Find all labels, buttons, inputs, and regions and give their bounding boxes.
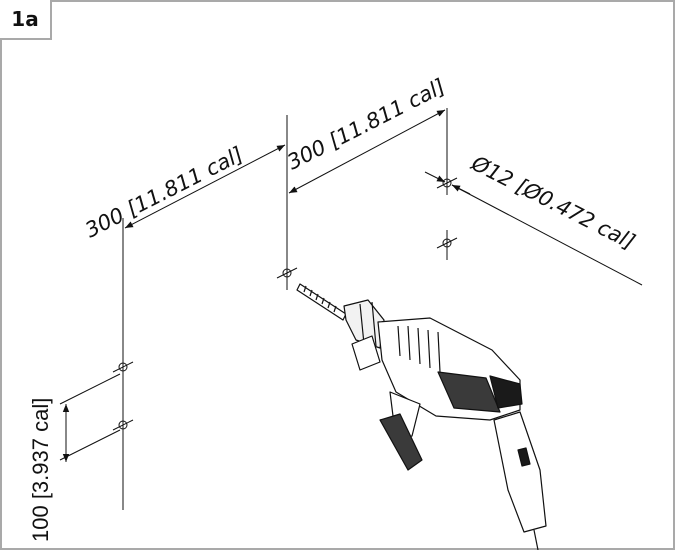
dimension-label-left: 300 [11.811 cal] xyxy=(81,142,247,242)
extension-line-vertical-top xyxy=(59,373,121,405)
hole-marks xyxy=(112,177,458,431)
rear-handle xyxy=(493,411,547,533)
body-ribs xyxy=(397,325,441,373)
hole-mark xyxy=(112,419,134,431)
extension-lines xyxy=(59,108,448,510)
hole-mark xyxy=(436,177,458,189)
dimension-line-right xyxy=(288,109,446,194)
drill-bit xyxy=(296,283,347,321)
dimension-label-vertical: 100 [3.937 cal] xyxy=(28,398,53,542)
hole-mark xyxy=(276,267,298,279)
diameter-leader-line xyxy=(451,184,643,286)
side-handle xyxy=(351,335,381,371)
rotary-hammer-drill xyxy=(296,283,547,550)
hole-mark xyxy=(112,361,134,373)
dimension-label-right: 300 [11.811 cal] xyxy=(283,74,449,174)
dimension-line-left xyxy=(124,144,286,229)
lower-grip xyxy=(379,413,423,471)
power-cord xyxy=(533,529,539,550)
extension-line-vertical-bottom xyxy=(59,429,121,461)
motor-panel xyxy=(437,371,501,413)
chuck xyxy=(343,299,385,349)
diameter-arrow-left xyxy=(424,171,446,183)
step-label: 1a xyxy=(0,0,52,40)
hole-mark xyxy=(436,237,458,249)
